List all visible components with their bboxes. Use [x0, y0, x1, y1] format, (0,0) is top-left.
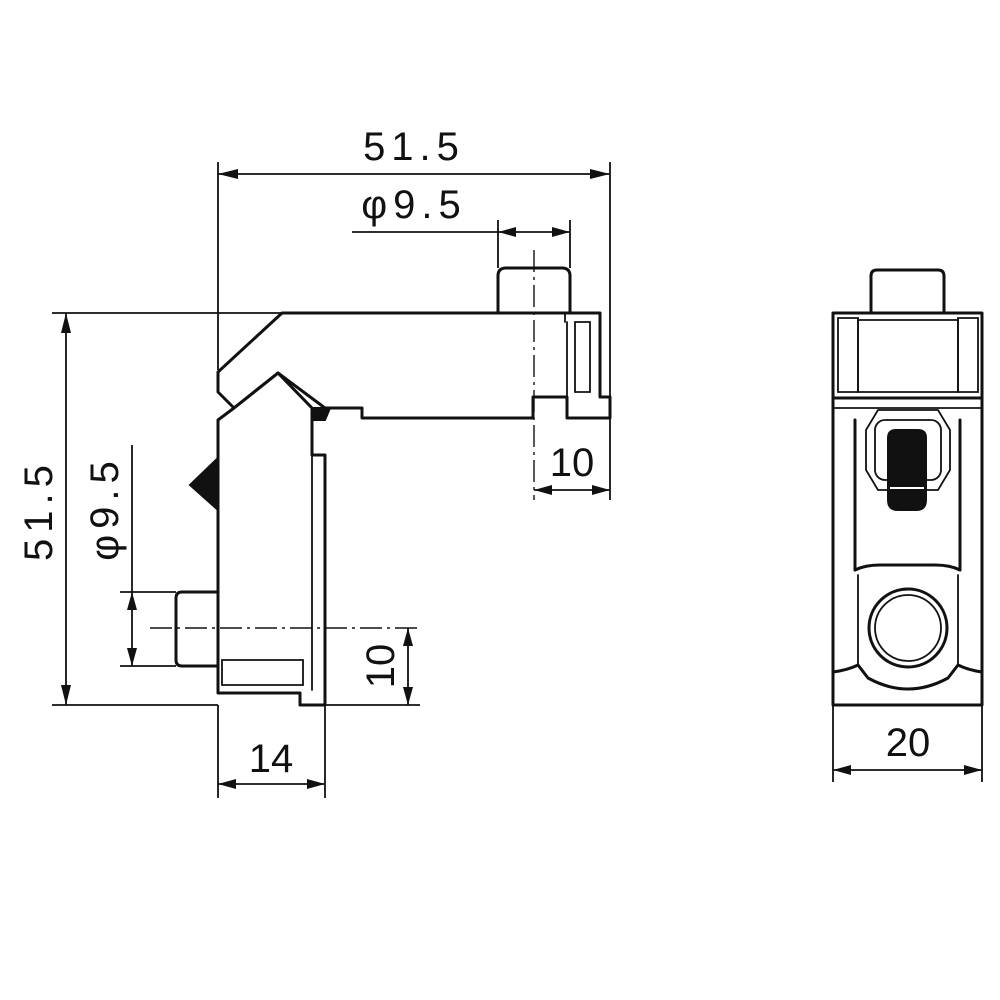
end-view-lower-skirt	[831, 663, 984, 691]
dimension-label-left-pin-diameter: φ9.5	[83, 455, 127, 561]
serrated-wedge	[188, 455, 219, 513]
dimension-right-step: 10	[534, 441, 610, 495]
end-view-saddle-curve	[853, 563, 962, 572]
end-view-through-hole	[867, 587, 949, 669]
end-view-top-cap	[869, 268, 946, 315]
end-view-hex-nut	[865, 409, 951, 491]
dimension-left-pin-diameter: φ9.5	[83, 445, 176, 667]
end-view-upper-right-flange	[957, 317, 979, 393]
dimension-lower-step: 10	[325, 628, 420, 706]
lower-body-outline	[216, 371, 327, 707]
end-view	[831, 268, 984, 707]
dimension-label-top-width: 51.5	[363, 125, 465, 169]
dimension-base-width: 14	[217, 705, 326, 798]
dimension-top-width: 51.5	[217, 125, 611, 500]
dimension-label-right-step: 10	[550, 441, 595, 485]
upper-arm-slot	[574, 321, 591, 393]
dimension-label-left-height: 51.5	[17, 459, 61, 561]
end-view-bolt	[887, 429, 927, 511]
dimension-label-base-width: 14	[249, 737, 294, 781]
left-pin	[174, 590, 220, 668]
dimension-left-height: 51.5	[17, 312, 282, 706]
end-view-through-hole-inner	[874, 594, 942, 662]
lower-body-notch	[221, 659, 304, 686]
dimension-end-view-width: 20	[832, 705, 983, 782]
end-view-upper-left-flange	[837, 317, 859, 393]
dimension-top-pin-diameter: φ9.5	[352, 183, 571, 268]
side-view	[174, 266, 612, 707]
upper-arm-outline	[216, 311, 612, 420]
end-view-upper-block	[857, 319, 959, 393]
dimension-label-lower-step: 10	[359, 644, 403, 689]
dimension-label-end-view-width: 20	[886, 721, 931, 765]
dimension-label-top-pin-diameter: φ9.5	[361, 183, 467, 227]
serrated-teeth	[311, 407, 332, 421]
